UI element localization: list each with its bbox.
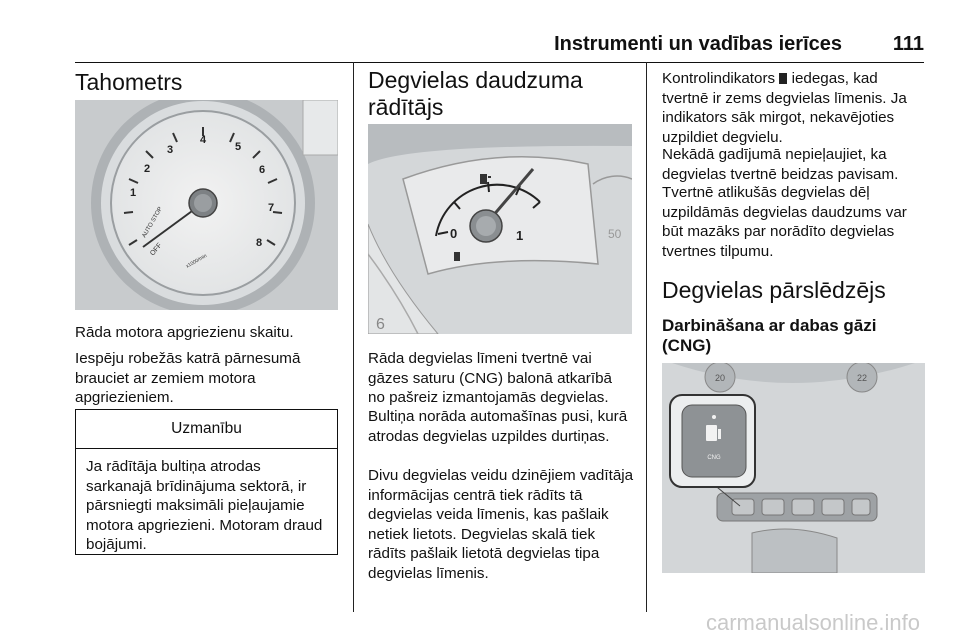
fuel-gauge-empty-label: 0 xyxy=(450,226,457,241)
fuel-gauge-description: Rāda degvielas līmeni tvertnē vai gāzes … xyxy=(368,350,612,407)
indicator-text-after: iedegas, kad tvertnē ir zems degvielas l… xyxy=(662,70,907,146)
low-fuel-indicator-icon xyxy=(779,73,788,84)
tachometer-illustration: 1 2 3 4 5 6 7 8 AUTO STOP OFF x1000/min xyxy=(75,100,338,310)
tachometer-advice: Iespēju robežās katrā pārnesumā brauciet… xyxy=(75,350,301,407)
running-header-title: Instrumenti un vadības ierīces xyxy=(554,33,842,55)
tach-tick-7: 7 xyxy=(268,202,274,214)
tach-tick-2: 2 xyxy=(144,163,150,175)
climate-knob-right xyxy=(846,363,878,393)
never-run-empty-text: Nekādā gadījumā nepieļaujiet, ka degviel… xyxy=(662,146,899,183)
warning-text: Ja rādītāja bultiņa atrodas sarkanajā br… xyxy=(86,458,323,554)
indicator-text-before: Kontrolindikators xyxy=(662,70,776,87)
climate-knob-right-label: 22 xyxy=(857,373,867,383)
tach-tick-6: 6 xyxy=(259,164,265,176)
fuel-warning-icon xyxy=(454,252,460,261)
cng-subheading-line2: (CNG) xyxy=(662,336,712,355)
tachometer-heading: Tahometrs xyxy=(75,69,183,95)
cng-fuel-pump-icon xyxy=(706,425,721,441)
column-divider-2 xyxy=(646,62,647,612)
header-rule xyxy=(75,62,924,63)
fuel-gauge-illustration: 6 0 1 50 xyxy=(368,124,632,334)
tach-tick-8: 8 xyxy=(256,237,262,249)
fuel-pump-icon xyxy=(480,174,491,184)
tach-tick-1: 1 xyxy=(130,187,136,199)
tach-tick-3: 3 xyxy=(167,144,173,156)
tach-tick-5: 5 xyxy=(235,141,241,153)
tach-tick-4: 4 xyxy=(200,134,207,146)
fuel-gauge-heading-line1: Degvielas daudzuma xyxy=(368,67,583,93)
page-number: 111 xyxy=(892,33,924,55)
tachometer-description: Rāda motora apgriezienu skaitu. xyxy=(75,324,294,341)
fuel-selector-heading: Degvielas pārslēdzējs xyxy=(662,277,886,303)
filler-door-arrow-description: Bultiņa norāda automašīnas pusi, kurā at… xyxy=(368,408,628,445)
climate-knob-left xyxy=(704,363,736,393)
warning-box: Uzmanību Ja rādītāja bultiņa atrodas sar… xyxy=(75,409,338,555)
fuel-gauge-6-label: 6 xyxy=(376,316,385,333)
column-divider-1 xyxy=(353,62,354,612)
cng-switch-illustration: 20 22 CNG xyxy=(662,363,925,573)
climate-knob-left-label: 20 xyxy=(715,373,725,383)
low-fuel-indicator-text: Kontrolindikators iedegas, kad tvertnē i… xyxy=(662,69,924,147)
watermark: carmanualsonline.info xyxy=(705,610,920,635)
fuel-gauge-full-label: 1 xyxy=(516,228,523,243)
cng-button-label: CNG xyxy=(707,455,721,461)
remaining-fuel-text: Tvertnē atlikušās degvielas dēļ uzpildām… xyxy=(662,184,907,260)
bifuel-description: Divu degvielas veidu dzinējiem vadītāja … xyxy=(368,467,634,582)
warning-title: Uzmanību xyxy=(76,410,337,449)
cng-subheading-line1: Darbināšana ar dabas gāzi xyxy=(662,316,877,335)
fuel-gauge-50-label: 50 xyxy=(608,227,622,241)
fuel-gauge-heading-line2: rādītājs xyxy=(368,94,444,120)
